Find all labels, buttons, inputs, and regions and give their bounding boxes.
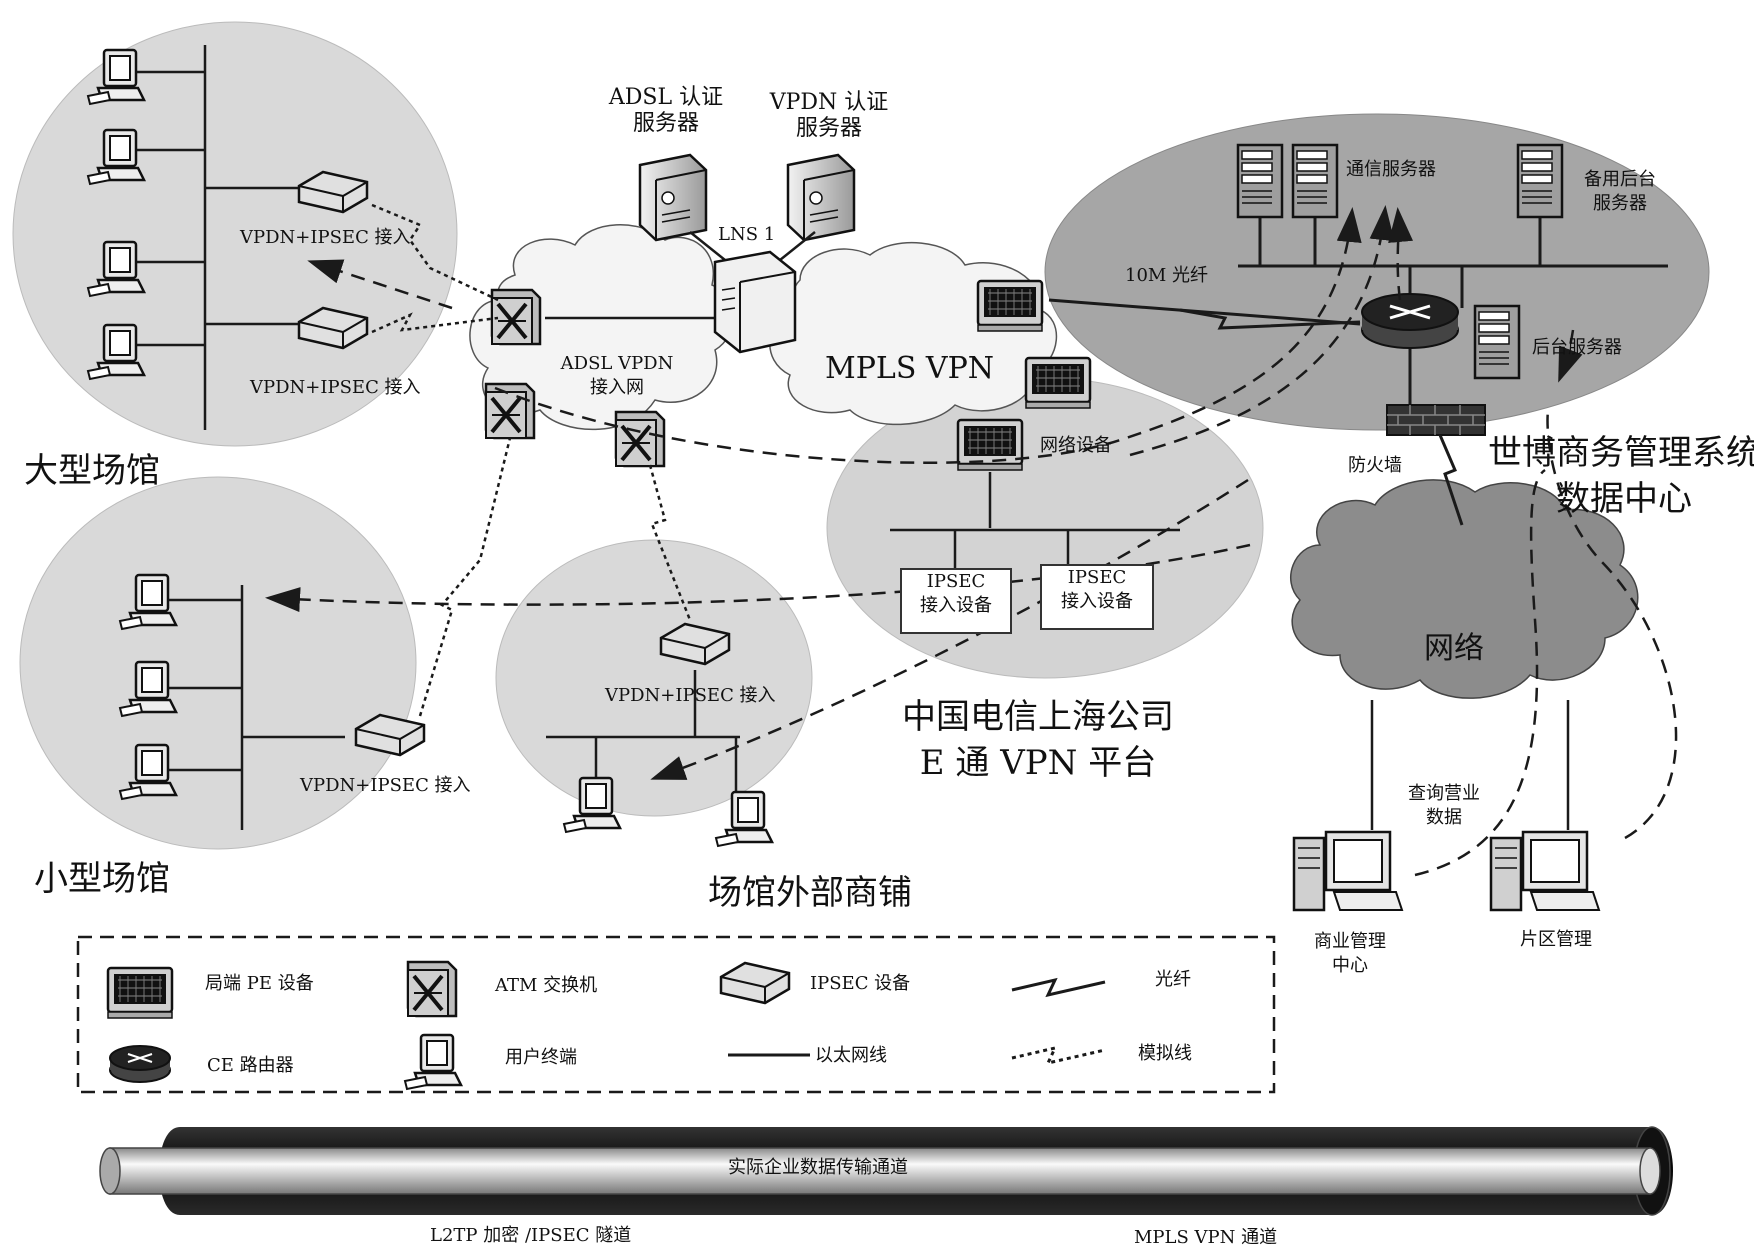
adsl-vpdn-label: ADSL VPDN 接入网	[560, 353, 674, 398]
legend-pe-icon	[106, 966, 174, 1020]
pe-device-3-icon	[956, 418, 1024, 472]
comm-server-label: 通信服务器	[1346, 159, 1436, 180]
legend-analog-icon	[1011, 1045, 1106, 1066]
vpdn-auth-server-icon	[786, 153, 856, 242]
backend-server-label: 后台服务器	[1532, 337, 1622, 358]
legend-box	[76, 935, 1276, 1094]
pe-device-2-icon	[1024, 356, 1092, 410]
firewall-label: 防火墙	[1348, 455, 1402, 476]
ipsec-device-1-box: IPSEC 接入设备	[900, 568, 1012, 634]
legend-terminal-icon	[403, 1033, 463, 1091]
datacenter-network	[1048, 218, 1668, 408]
backend-server-icon	[1473, 304, 1521, 380]
small-venue-network	[160, 585, 345, 830]
legend-ipsec-icon	[719, 961, 791, 1005]
fiber-10m-label: 10M 光纤	[1125, 265, 1209, 286]
shops-label: 场馆外部商铺	[708, 873, 912, 913]
mpls-vpn-cloud	[769, 242, 1057, 426]
small-venue-region	[19, 476, 417, 850]
tunnel-right-label: MPLS VPN 通道	[1134, 1227, 1278, 1248]
large-venue-network	[135, 45, 300, 430]
pe-device-1-icon	[976, 279, 1044, 333]
small-venue-label: 小型场馆	[34, 859, 170, 899]
tunnel-left-label: L2TP 加密 /IPSEC 隧道	[430, 1225, 632, 1246]
vpdn-server-label: VPDN 认证 服务器	[769, 90, 889, 141]
small-access-label: VPDN+IPSEC 接入	[300, 775, 471, 796]
firewall-icon	[1386, 404, 1486, 436]
comm-server-1-icon	[1236, 143, 1284, 219]
query-arrows	[1414, 329, 1678, 877]
adsl-vpdn-cloud	[469, 224, 735, 431]
mpls-vpn-label: MPLS VPN	[825, 351, 995, 386]
adsl-server-label: ADSL 认证 服务器	[608, 85, 724, 136]
lns-label: LNS 1	[718, 224, 776, 245]
datacenter-label: 世博商务管理系统 数据中心	[1488, 433, 1754, 519]
atm-switch-3-icon	[614, 410, 666, 468]
tunnel-graphic	[99, 1126, 1673, 1216]
large-access-label-2: VPDN+IPSEC 接入	[250, 377, 421, 398]
backup-server-label: 备用后台 服务器	[1584, 169, 1656, 214]
telecom-network	[890, 472, 1180, 568]
ipsec-device-2-box: IPSEC 接入设备	[1040, 564, 1154, 630]
backup-server-icon	[1516, 143, 1564, 219]
large-access-label-1: VPDN+IPSEC 接入	[240, 227, 411, 248]
internet-cloud	[1290, 479, 1639, 699]
legend-fiber-label: 光纤	[1155, 969, 1191, 990]
comm-server-2-icon	[1291, 143, 1339, 219]
shops-region	[495, 539, 813, 817]
lns-icon	[713, 250, 797, 354]
atm-switch-1-icon	[490, 288, 542, 346]
atm-switch-2-icon	[484, 382, 536, 440]
telecom-label: 中国电信上海公司 E 通 VPN 平台	[902, 697, 1174, 783]
fiber-lines	[1179, 308, 1464, 526]
legend-terminal-label: 用户终端	[505, 1047, 577, 1068]
legend-pe-label: 局端 PE 设备	[205, 973, 314, 994]
internet-label: 网络	[1424, 631, 1484, 666]
legend-atm-icon	[406, 960, 458, 1018]
legend-atm-label: ATM 交换机	[495, 975, 598, 996]
legend-router-icon	[109, 1045, 171, 1083]
legend-router-label: CE 路由器	[207, 1055, 294, 1076]
ce-router-icon	[1361, 293, 1459, 349]
tunnel-inner-label: 实际企业数据传输通道	[728, 1157, 908, 1178]
adsl-auth-server-icon	[638, 153, 708, 242]
network-device-label: 网络设备	[1040, 435, 1112, 456]
district-mgmt-label: 片区管理	[1520, 929, 1592, 950]
internet-links	[1370, 700, 1570, 830]
legend-analog-label: 模拟线	[1138, 1043, 1192, 1064]
shops-access-label: VPDN+IPSEC 接入	[605, 685, 776, 706]
legend-ipsec-label: IPSEC 设备	[810, 973, 911, 994]
large-venue-label: 大型场馆	[24, 451, 160, 491]
query-data-label: 查询营业 数据	[1408, 783, 1480, 828]
legend-fiber-icon	[1011, 977, 1106, 998]
district-pc-icon	[1489, 830, 1601, 912]
legend-ethernet-label: 以太网线	[815, 1045, 887, 1066]
biz-mgmt-label: 商业管理 中心	[1314, 931, 1386, 976]
biz-mgmt-pc-icon	[1292, 830, 1404, 912]
